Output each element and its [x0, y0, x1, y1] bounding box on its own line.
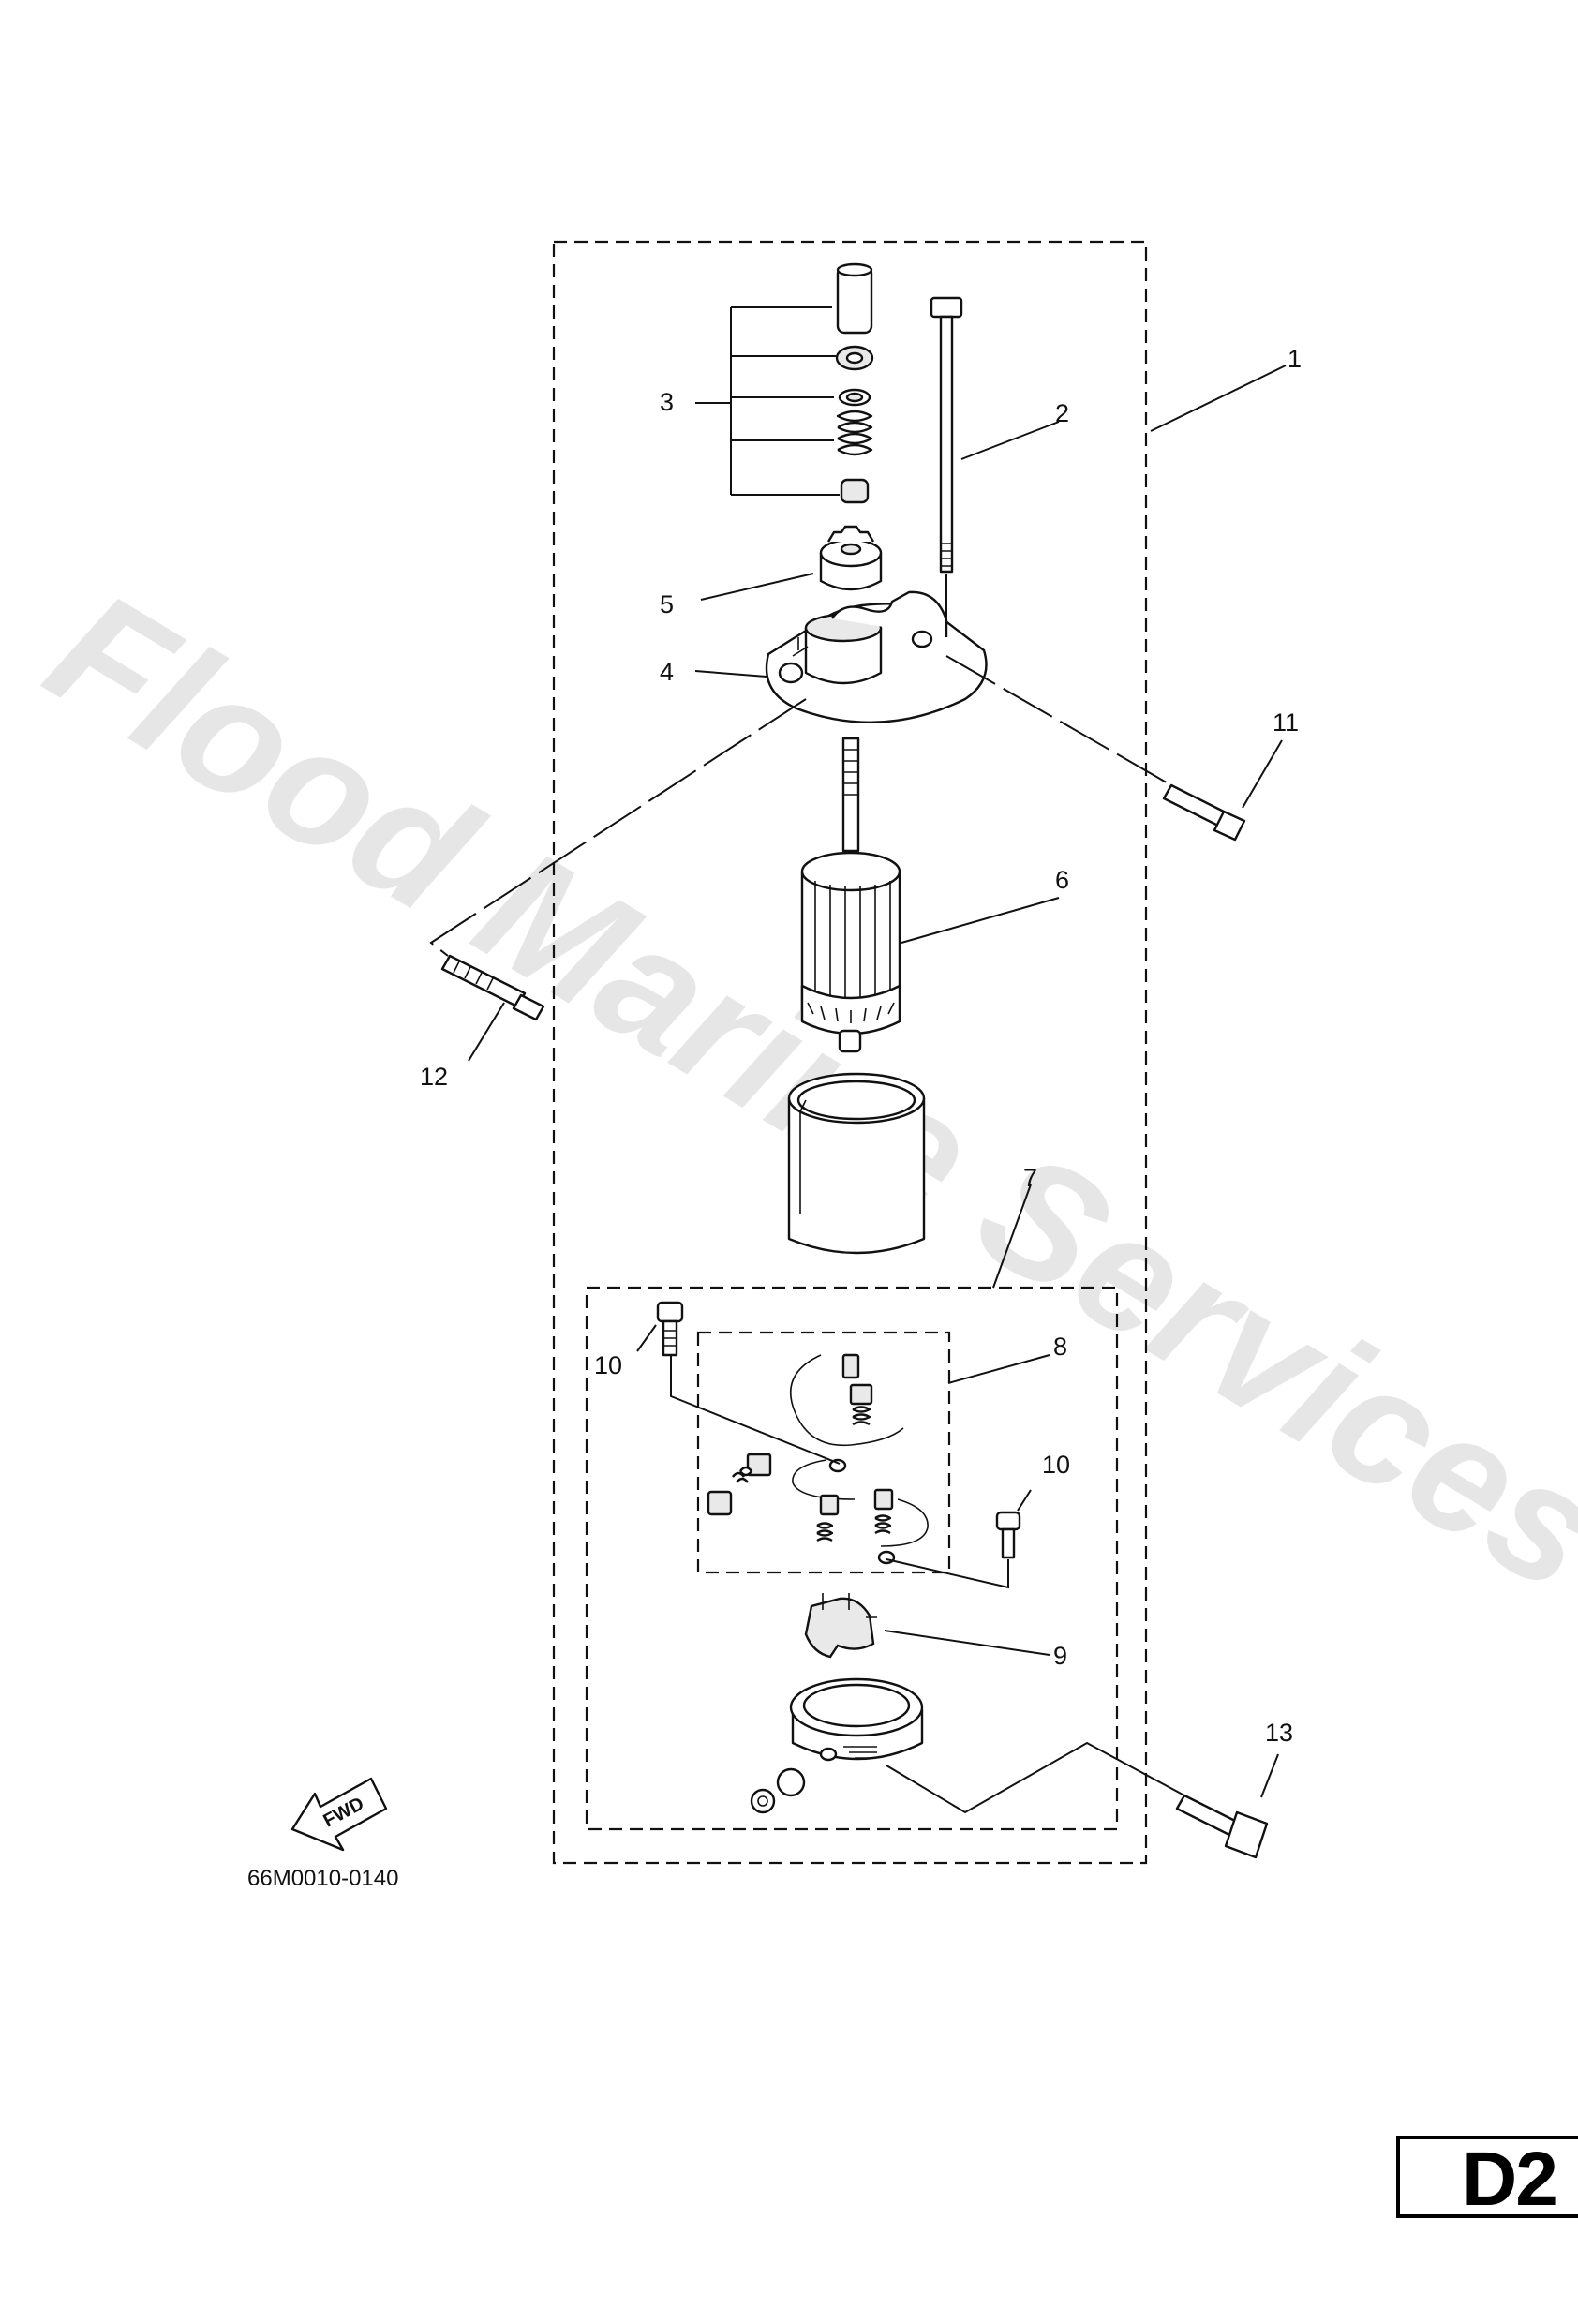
pinion-gear [819, 525, 883, 591]
armature [800, 737, 901, 1053]
screw-10-right [995, 1511, 1021, 1559]
screw-10-left [656, 1301, 684, 1357]
front-bracket [765, 590, 988, 724]
callout-9: 9 [1053, 1642, 1067, 1670]
callout-5: 5 [660, 590, 674, 618]
callout-3: 3 [660, 388, 674, 416]
rear-end-cover [750, 1677, 924, 1814]
bolt-11 [1162, 783, 1246, 842]
subassembly-box-8 [696, 1331, 951, 1574]
callout-10-right: 10 [1042, 1451, 1070, 1479]
brush-holder [804, 1593, 877, 1659]
page-code: D2 [1462, 2137, 1558, 2222]
through-bolt [930, 296, 963, 656]
callout-4: 4 [660, 658, 674, 686]
bolt-13 [1175, 1794, 1269, 1859]
callout-12: 12 [420, 1063, 448, 1091]
callout-1: 1 [1288, 345, 1302, 373]
callout-13: 13 [1265, 1719, 1293, 1747]
fwd-arrow-icon: FWD [290, 1777, 388, 1852]
callout-10-left: 10 [594, 1351, 622, 1379]
yoke-housing [787, 1072, 926, 1255]
callout-6: 6 [1055, 866, 1069, 894]
page-code-badge: D2 [1396, 2136, 1578, 2222]
callout-7: 7 [1023, 1164, 1037, 1192]
leader-lines [429, 365, 1287, 1814]
callout-8: 8 [1053, 1333, 1067, 1361]
drawing-code: 66M0010-0140 [247, 1866, 398, 1891]
brush-kit [707, 1353, 929, 1565]
callout-2: 2 [1055, 399, 1069, 427]
stud-bolt-12 [440, 954, 545, 1021]
pinion-stop-parts [695, 262, 874, 504]
callout-labels: 1 2 3 4 5 6 7 8 9 10 10 11 12 13 [420, 345, 1302, 1747]
assembly-boundary-box [552, 240, 1148, 1865]
callout-11: 11 [1273, 708, 1299, 737]
